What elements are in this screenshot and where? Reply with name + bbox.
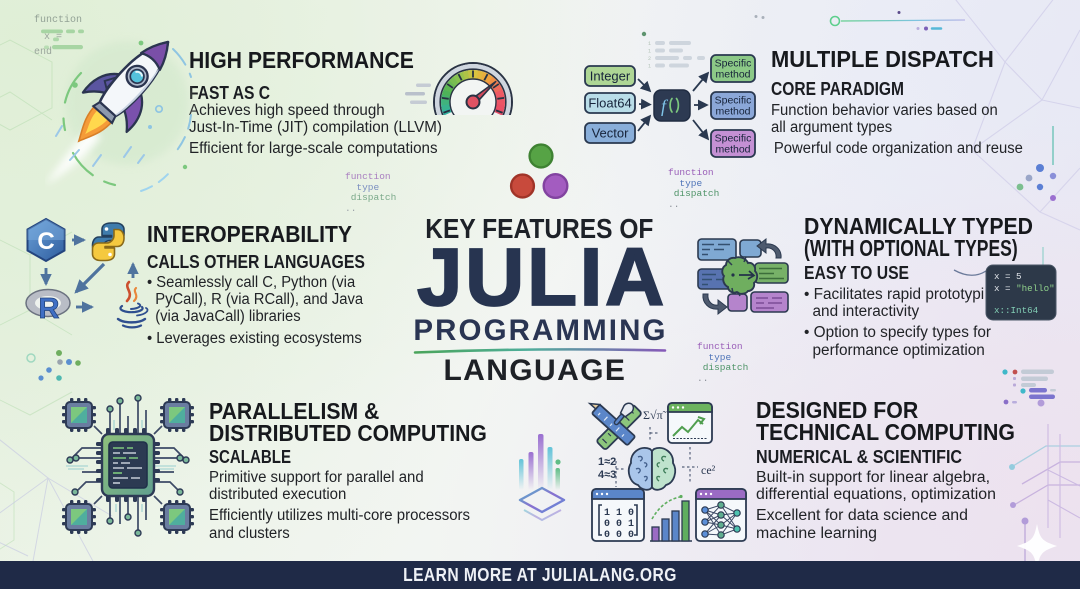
svg-text:method: method <box>715 144 750 156</box>
svg-text:f: f <box>661 96 669 116</box>
svg-text:Specific: Specific <box>715 58 752 70</box>
svg-text:0 0 1: 0 0 1 <box>604 519 634 530</box>
svg-text:x = "hello": x = "hello" <box>994 283 1055 294</box>
svg-text:x::Int64: x::Int64 <box>994 305 1039 316</box>
svg-text:x = 5: x = 5 <box>994 271 1022 282</box>
svg-text:Vector: Vector <box>592 126 630 141</box>
svg-text:Float64: Float64 <box>588 96 631 111</box>
svg-text:method: method <box>715 106 750 118</box>
svg-text:Integer: Integer <box>590 69 631 84</box>
svg-text:1: 1 <box>648 64 651 70</box>
svg-text:method: method <box>715 69 750 81</box>
svg-text:Specific: Specific <box>715 133 752 145</box>
svg-text:4≈3: 4≈3 <box>598 469 616 481</box>
svg-text:R: R <box>39 293 60 325</box>
svg-text:Σ√π˜: Σ√π˜ <box>643 408 667 422</box>
svg-text:1 1 0: 1 1 0 <box>604 508 634 519</box>
svg-text:0 0 0: 0 0 0 <box>604 530 634 541</box>
svg-text:1≈2: 1≈2 <box>598 456 616 468</box>
svg-text:2: 2 <box>648 56 651 62</box>
svg-text:1: 1 <box>648 49 651 55</box>
svg-text:1: 1 <box>648 41 651 47</box>
svg-text:ce²: ce² <box>701 463 716 477</box>
svg-text:C: C <box>37 228 54 255</box>
svg-text:Specific: Specific <box>715 95 752 107</box>
